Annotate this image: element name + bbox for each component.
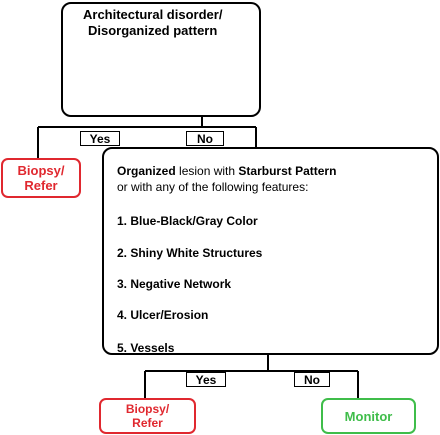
no-label-text: No — [304, 373, 320, 387]
top-title-line1: Architectural disorder/ — [83, 7, 223, 22]
criteria-heading-mid: lesion with — [175, 164, 239, 178]
no-label-text: No — [197, 132, 213, 146]
biopsy-refer-box-top: Biopsy/ Refer — [1, 158, 81, 198]
feature-ulcer-erosion: 4. Ulcer/Erosion — [117, 308, 209, 322]
criteria-heading-starburst: Starburst Pattern — [238, 164, 337, 178]
biopsy-refer-line1: Biopsy/ — [17, 163, 65, 178]
criteria-box — [102, 147, 439, 355]
feature-shiny-white: 2. Shiny White Structures — [117, 246, 263, 260]
biopsy-refer-bottom-line2: Refer — [132, 416, 163, 430]
monitor-label: Monitor — [344, 409, 393, 424]
no-label-1: No — [186, 131, 224, 146]
biopsy-refer-box-bottom: Biopsy/ Refer — [99, 398, 196, 434]
top-title-line2: Disorganized pattern — [88, 23, 218, 38]
criteria-heading-line1: Organized lesion with Starburst Pattern — [117, 164, 336, 178]
feature-blue-black: 1. Blue-Black/Gray Color — [117, 214, 258, 228]
biopsy-refer-line2: Refer — [24, 178, 58, 193]
criteria-heading-line2: or with any of the following features: — [117, 180, 309, 194]
biopsy-refer-bottom-line1: Biopsy/ — [125, 402, 170, 416]
yes-label-text: Yes — [89, 132, 111, 146]
yes-label-1: Yes — [80, 131, 120, 146]
feature-negative-network: 3. Negative Network — [117, 277, 232, 291]
yes-label-2: Yes — [186, 372, 226, 387]
criteria-heading-organized: Organized — [117, 164, 176, 178]
top-decision-box — [61, 2, 261, 117]
monitor-box: Monitor — [321, 398, 416, 434]
no-label-2: No — [294, 372, 330, 387]
feature-vessels: 5. Vessels — [117, 341, 175, 355]
yes-label-text: Yes — [195, 373, 217, 387]
